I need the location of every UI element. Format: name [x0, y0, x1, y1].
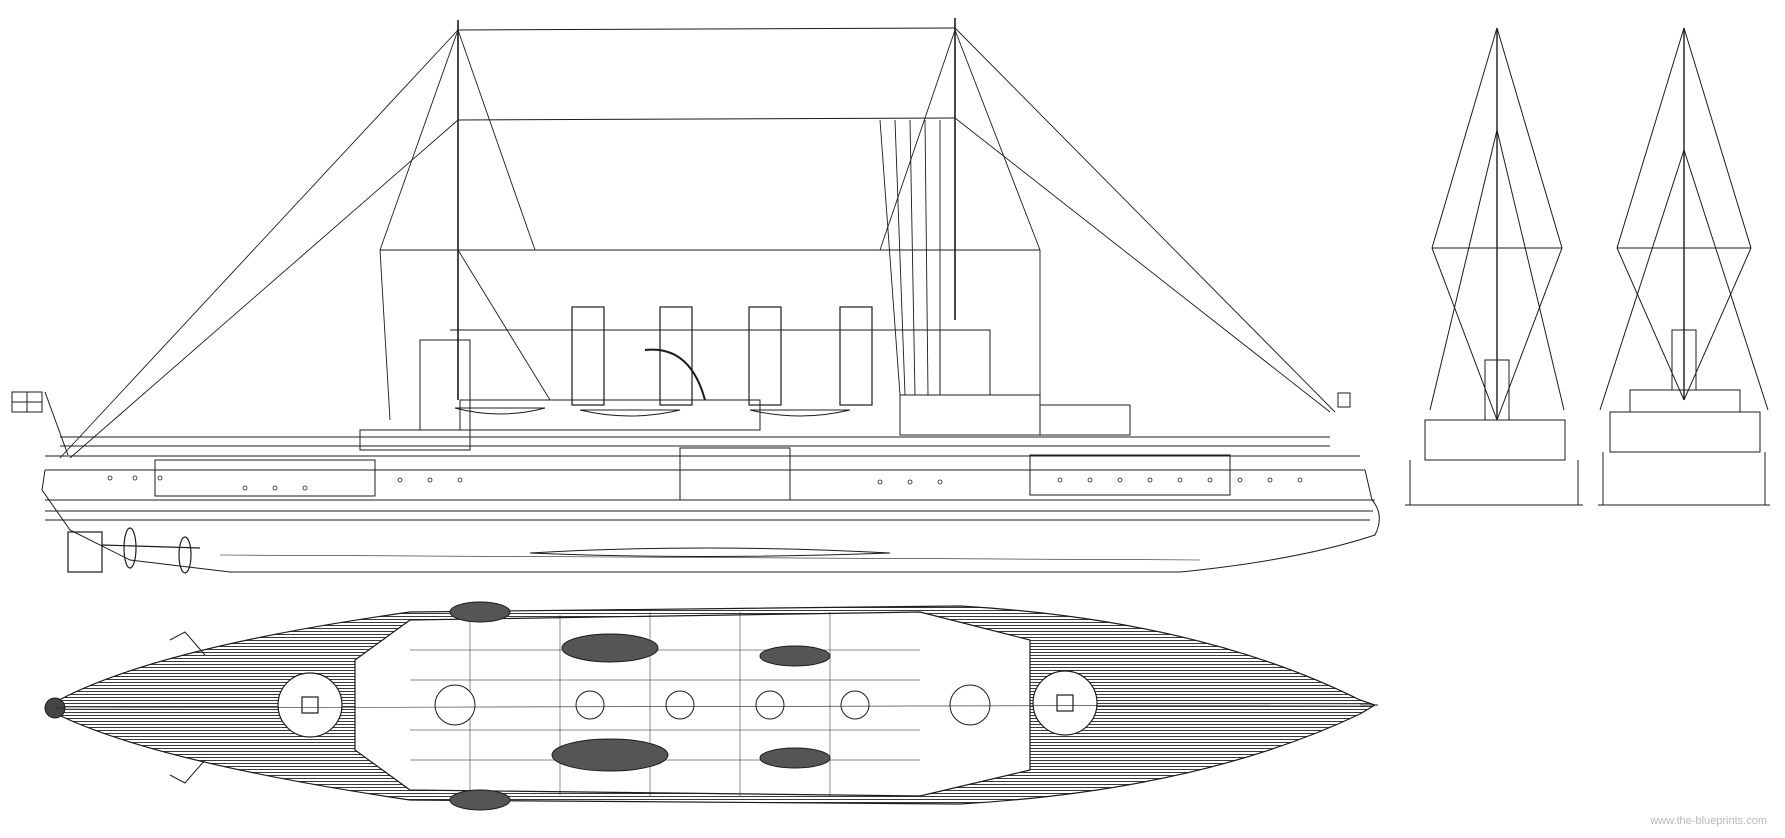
- ensign-flag: [11, 391, 1351, 456]
- side-elevation-view: [11, 18, 1380, 574]
- rigging-lines: [59, 27, 1336, 459]
- stern-end-view: [1598, 27, 1770, 506]
- propeller-and-rudder: [67, 527, 201, 574]
- plan-boats: [449, 601, 831, 811]
- armor-belt: [529, 547, 891, 557]
- top-plan-view: [43, 601, 1378, 811]
- secondary-gun-mounts: [434, 684, 991, 726]
- side-hull-outline: [41, 469, 1380, 573]
- boat-side-1: [454, 407, 546, 415]
- side-portholes: [107, 475, 1303, 491]
- boat-side-3: [749, 409, 851, 417]
- boat-side-2: [579, 409, 681, 417]
- funnels: [571, 306, 873, 406]
- watermark-text: www.the-blueprints.com: [1650, 815, 1767, 827]
- superstructure: [359, 329, 1131, 451]
- bow-end-view: [1405, 27, 1583, 506]
- main-gun-turrets: [277, 670, 1098, 738]
